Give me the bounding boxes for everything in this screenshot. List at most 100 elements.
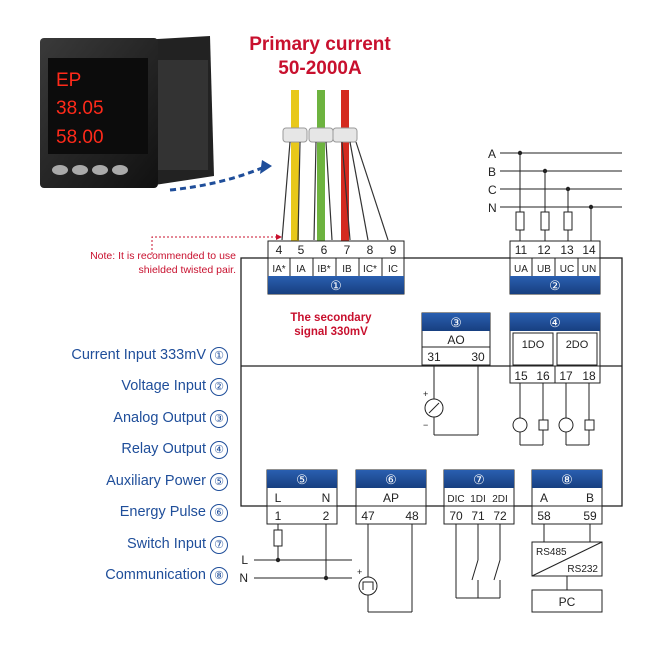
block6-header <box>356 470 426 488</box>
block7-header <box>444 470 514 488</box>
b2-term-0: 11 <box>515 243 528 257</box>
b8-number: ⑧ <box>561 472 573 487</box>
b3-term-1: 30 <box>471 350 485 364</box>
pulse-symbol <box>362 581 374 590</box>
legend-num-6: ⑥ <box>210 504 228 522</box>
phase-label-c: C <box>488 183 497 197</box>
legend-label-4: Relay Output <box>121 441 206 457</box>
b1-label-1: IA <box>296 264 306 275</box>
legend-num-4: ④ <box>210 441 228 459</box>
b1-label-0: IA* <box>272 264 285 275</box>
b1-term-5: 9 <box>390 243 397 257</box>
b4-term-3: 18 <box>582 369 596 383</box>
ao-meter-needle <box>428 402 440 414</box>
legend-label-6: Energy Pulse <box>119 504 206 520</box>
b6-name: AP <box>383 491 399 505</box>
fuse-b <box>540 211 550 231</box>
note-line1: Note: It is recommended to use <box>90 250 236 262</box>
wire-red <box>341 90 349 242</box>
pc-label: PC <box>559 595 576 609</box>
ao-minus: − <box>423 420 428 430</box>
legend-label-3: Analog Output <box>113 410 206 426</box>
legend-item-1: Current Input 333mV ① <box>0 345 230 369</box>
meter-button-3 <box>92 165 108 175</box>
phase-label-n: N <box>488 201 497 215</box>
b4-term-2: 17 <box>559 369 573 383</box>
meter-screen <box>48 58 148 154</box>
b8-label-0: A <box>540 491 548 505</box>
relay2-box <box>556 332 598 366</box>
block2-details <box>531 258 579 276</box>
node-pn <box>323 575 329 581</box>
block-energy-pulse: + <box>355 469 427 613</box>
b2-term-2: 13 <box>560 243 574 257</box>
node-l <box>275 557 281 563</box>
b4-number: ④ <box>549 315 561 330</box>
b7-label-1: 1DI <box>470 494 486 505</box>
power-meter-image: EP 38.05 58.00 <box>40 36 214 188</box>
device-outline <box>240 257 623 507</box>
legend-num-8: ⑧ <box>210 567 228 585</box>
phase-lines <box>500 150 622 241</box>
b4-name-1: 2DO <box>566 339 589 351</box>
b1-term-0: 4 <box>276 243 283 257</box>
legend-label-8: Communication <box>105 567 206 583</box>
b1-label-2: IB* <box>317 264 330 275</box>
node-a <box>517 150 523 156</box>
coil2-icon <box>584 419 595 431</box>
arrow-head <box>260 160 272 174</box>
b7-term-0: 70 <box>449 509 463 523</box>
converter-top-label: RS485 <box>536 547 567 558</box>
secondary-signal-text: The secondary signal 330mV <box>272 311 390 339</box>
block3-header <box>422 313 490 331</box>
b7-label-2: 2DI <box>492 494 508 505</box>
b1-term-1: 5 <box>298 243 305 257</box>
legend-label-5: Auxiliary Power <box>106 473 206 489</box>
block-current-input <box>267 240 405 295</box>
meter-row1: EP <box>56 70 81 91</box>
wire-yellow <box>291 90 299 242</box>
b1-term-2: 6 <box>321 243 328 257</box>
b8-label-1: B <box>586 491 594 505</box>
b7-number: ⑦ <box>473 472 485 487</box>
b3-term-0: 31 <box>427 350 441 364</box>
b5-label-1: N <box>322 491 331 505</box>
meter-button-2 <box>72 165 88 175</box>
converter-bottom-label: RS232 <box>567 564 598 575</box>
b7-term-2: 72 <box>493 509 507 523</box>
meter-side-shade <box>150 60 208 170</box>
b2-term-3: 14 <box>582 243 596 257</box>
phase-label-a: A <box>488 147 496 161</box>
relay1-box <box>512 332 554 366</box>
block8-header <box>532 470 602 488</box>
note-leader <box>151 236 276 254</box>
b3-name: AO <box>447 333 464 347</box>
fuse-c <box>563 211 573 231</box>
secondary-line1: The secondary <box>290 312 372 324</box>
block-auxiliary-power <box>254 469 352 581</box>
legend-item-6: Energy Pulse ⑥ <box>0 502 230 526</box>
ct-c <box>332 127 358 143</box>
block1-details <box>289 258 383 276</box>
legend-item-2: Voltage Input ② <box>0 376 230 400</box>
meter-button-1 <box>52 165 68 175</box>
b8-term-0: 58 <box>537 509 551 523</box>
b1-label-5: IC <box>388 264 398 275</box>
di2-switch <box>493 559 501 581</box>
pulse-counter-icon <box>358 576 378 596</box>
pc-box <box>531 589 603 613</box>
block-relay-output <box>509 312 601 446</box>
b6-number: ⑥ <box>385 472 397 487</box>
ct-b <box>308 127 334 143</box>
title-line1: Primary current <box>249 34 391 55</box>
b5-label-0: L <box>275 491 282 505</box>
block-communication <box>531 469 603 613</box>
b4-term-1: 16 <box>536 369 550 383</box>
connection-arrow <box>169 166 263 192</box>
fuse-a <box>515 211 525 231</box>
wire-green <box>317 90 325 242</box>
legend-label-7: Switch Input <box>127 536 206 552</box>
b2-number: ② <box>549 278 561 293</box>
legend-num-2: ② <box>210 378 228 396</box>
ct-leads <box>281 141 389 241</box>
